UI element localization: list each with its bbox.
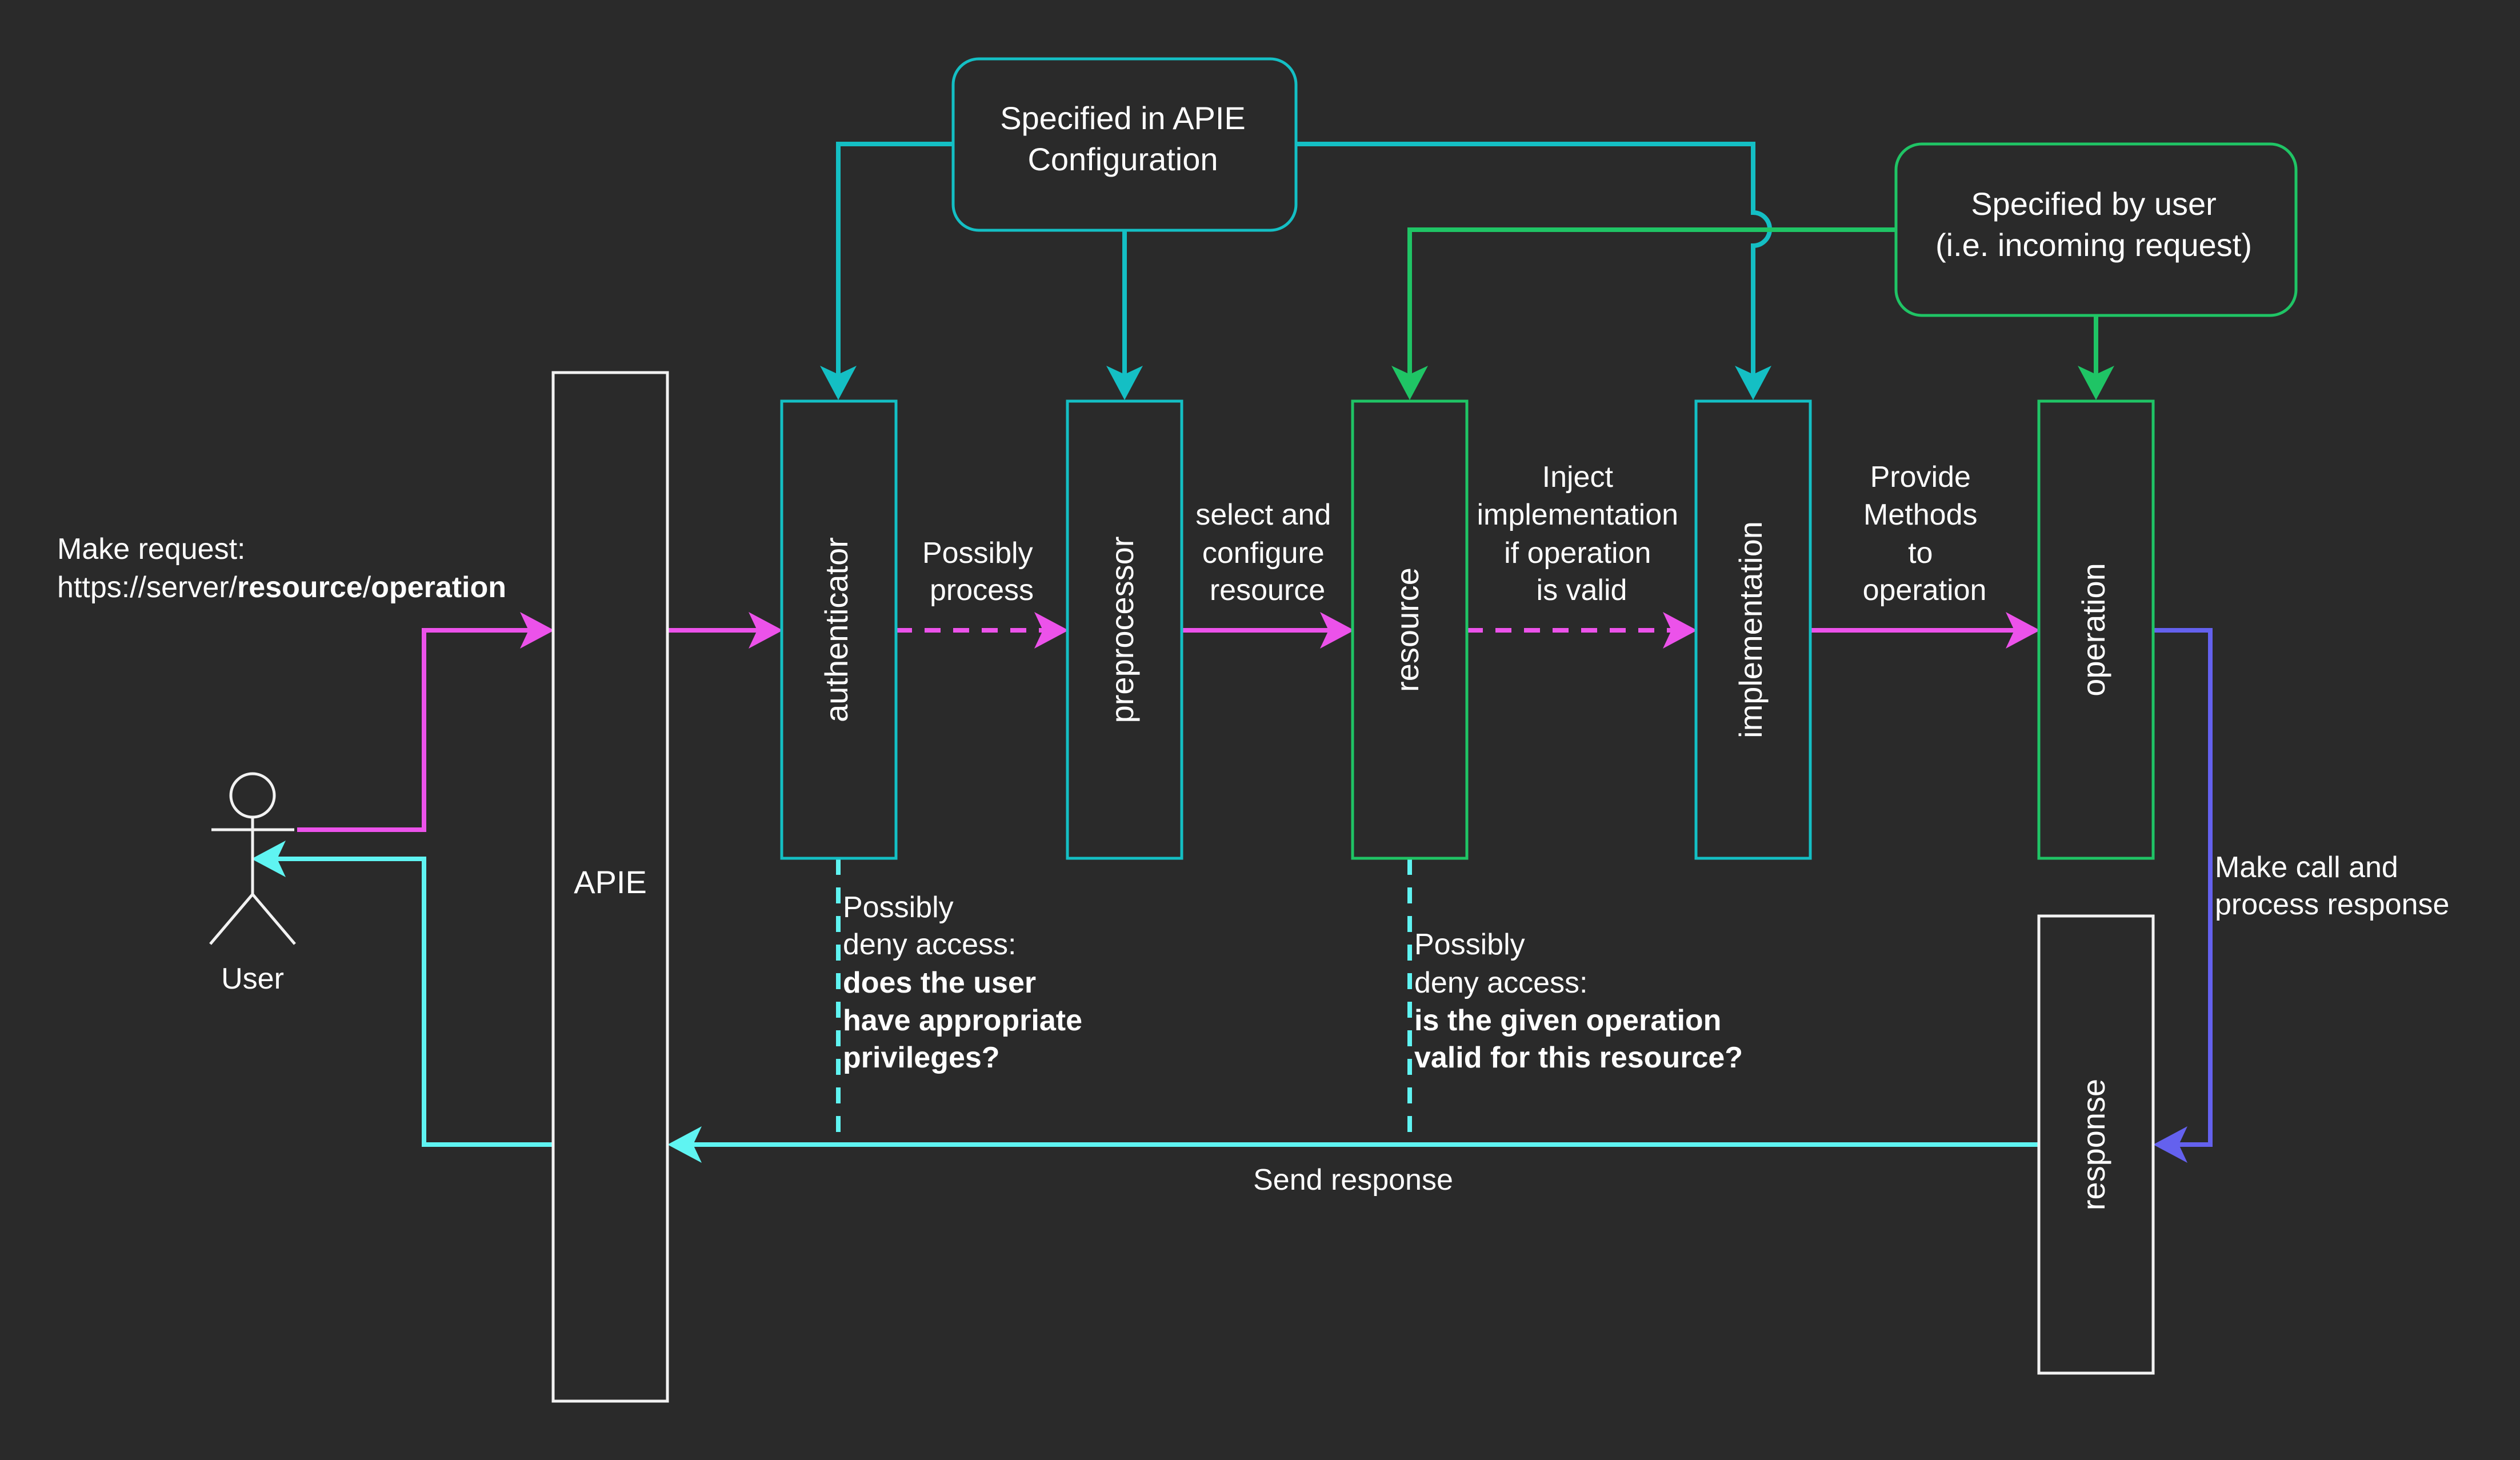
config-label-line2: Configuration [1027, 141, 1218, 177]
make-call-line2: process response [2215, 888, 2449, 921]
authenticator-label: authenticator [818, 537, 854, 722]
userspec-label-line1: Specified by user [1971, 186, 2217, 222]
request-label-line1: Make request: [57, 533, 246, 566]
deny-resource-note: Possibly deny access: is the given opera… [1414, 928, 1743, 1074]
box-preprocessor [1066, 399, 1183, 860]
arrowhead-user-return [251, 841, 286, 877]
inject-line3: if operation [1504, 537, 1651, 570]
resource-label: resource [1389, 567, 1425, 692]
connector-operation-to-response [2153, 628, 2213, 1147]
inject-line1: Inject [1542, 461, 1614, 494]
arrowhead-preprocessor-in [1034, 612, 1069, 649]
deny-auth-line2: deny access: [843, 928, 1017, 961]
possibly-process-line2: process [930, 574, 1034, 607]
arrowhead-resource-in [1320, 612, 1354, 649]
arrowhead-preprocessor [1106, 366, 1143, 400]
apie-label: APIE [574, 864, 647, 900]
user-actor-icon [209, 772, 296, 945]
arrowhead-resource [1391, 366, 1428, 400]
arrowhead-implementation [1735, 366, 1771, 400]
deny-resource-question2: valid for this resource? [1414, 1041, 1743, 1074]
arrowhead-apie-return [667, 1126, 702, 1163]
response-label: response [2075, 1079, 2111, 1210]
preprocessor-label: preprocessor [1104, 537, 1140, 723]
provide-line2: Methods [1863, 498, 1977, 531]
deny-auth-note: Possibly deny access: does the user have… [843, 891, 1090, 1074]
select-configure-line1: select and [1195, 498, 1331, 531]
edge-label-send-response: Send response [1253, 1163, 1453, 1197]
box-user-spec [1894, 142, 2298, 317]
provide-line1: Provide [1870, 461, 1971, 494]
box-config [951, 57, 1298, 232]
implementation-label: implementation [1733, 521, 1769, 738]
edge-label-provide: Provide Methods to operation [1863, 461, 1987, 607]
request-url-operation: operation [371, 571, 506, 604]
connector-apie-to-user [274, 857, 553, 1147]
deny-auth-line1: Possibly [843, 891, 954, 924]
inject-line4: is valid [1537, 574, 1627, 607]
possibly-process-line1: Possibly [922, 537, 1033, 570]
box-response [2037, 914, 2155, 1375]
provide-line4: operation [1863, 574, 1987, 607]
provide-line3: to [1908, 537, 1933, 570]
select-configure-line2: configure [1202, 537, 1325, 570]
connector-config-to-implementation [1296, 142, 1772, 377]
arrowhead-implementation-in [1663, 612, 1697, 649]
box-apie [551, 371, 669, 1403]
deny-auth-question2: have appropriate [843, 1004, 1082, 1037]
user-label: User [221, 962, 284, 995]
config-label-line1: Specified in APIE [1000, 100, 1246, 136]
box-operation [2037, 399, 2155, 860]
inject-line2: implementation [1477, 498, 1678, 531]
box-resource [1351, 399, 1469, 860]
deny-resource-line1: Possibly [1414, 928, 1525, 961]
request-url-resource: resource [237, 571, 363, 604]
edge-label-make-call: Make call and process response [2215, 851, 2449, 921]
edge-label-select-configure: select and configure resource [1195, 498, 1339, 607]
request-url-separator: / [363, 571, 371, 604]
arrowhead-authenticator [820, 366, 857, 400]
arrowhead-authenticator-in [749, 612, 783, 649]
arrowhead-response-in [2153, 1126, 2187, 1163]
request-url-prefix: https://server/ [57, 571, 238, 604]
deny-resource-line2: deny access: [1414, 966, 1588, 999]
operation-label: operation [2075, 563, 2111, 697]
request-label-line2: https://server/resource/operation [57, 571, 506, 604]
deny-auth-question3: privileges? [843, 1041, 1000, 1074]
connector-config-to-authenticator [836, 142, 953, 377]
box-implementation [1694, 399, 1812, 860]
arrowhead-operation-in [2006, 612, 2040, 649]
arrowhead-apie-in [520, 612, 554, 649]
userspec-label-line2: (i.e. incoming request) [1935, 227, 2252, 263]
select-configure-line3: resource [1210, 574, 1325, 607]
edge-label-inject: Inject implementation if operation is va… [1477, 461, 1686, 607]
arrowhead-operation [2078, 366, 2114, 400]
connector-user-to-apie [297, 628, 531, 832]
edge-label-possibly-process: Possibly process [922, 537, 1041, 607]
connector-userspec-to-resource [1407, 227, 1896, 377]
deny-auth-question1: does the user [843, 966, 1036, 999]
box-authenticator [780, 399, 898, 860]
make-call-line1: Make call and [2215, 851, 2398, 884]
deny-resource-question1: is the given operation [1414, 1004, 1721, 1037]
